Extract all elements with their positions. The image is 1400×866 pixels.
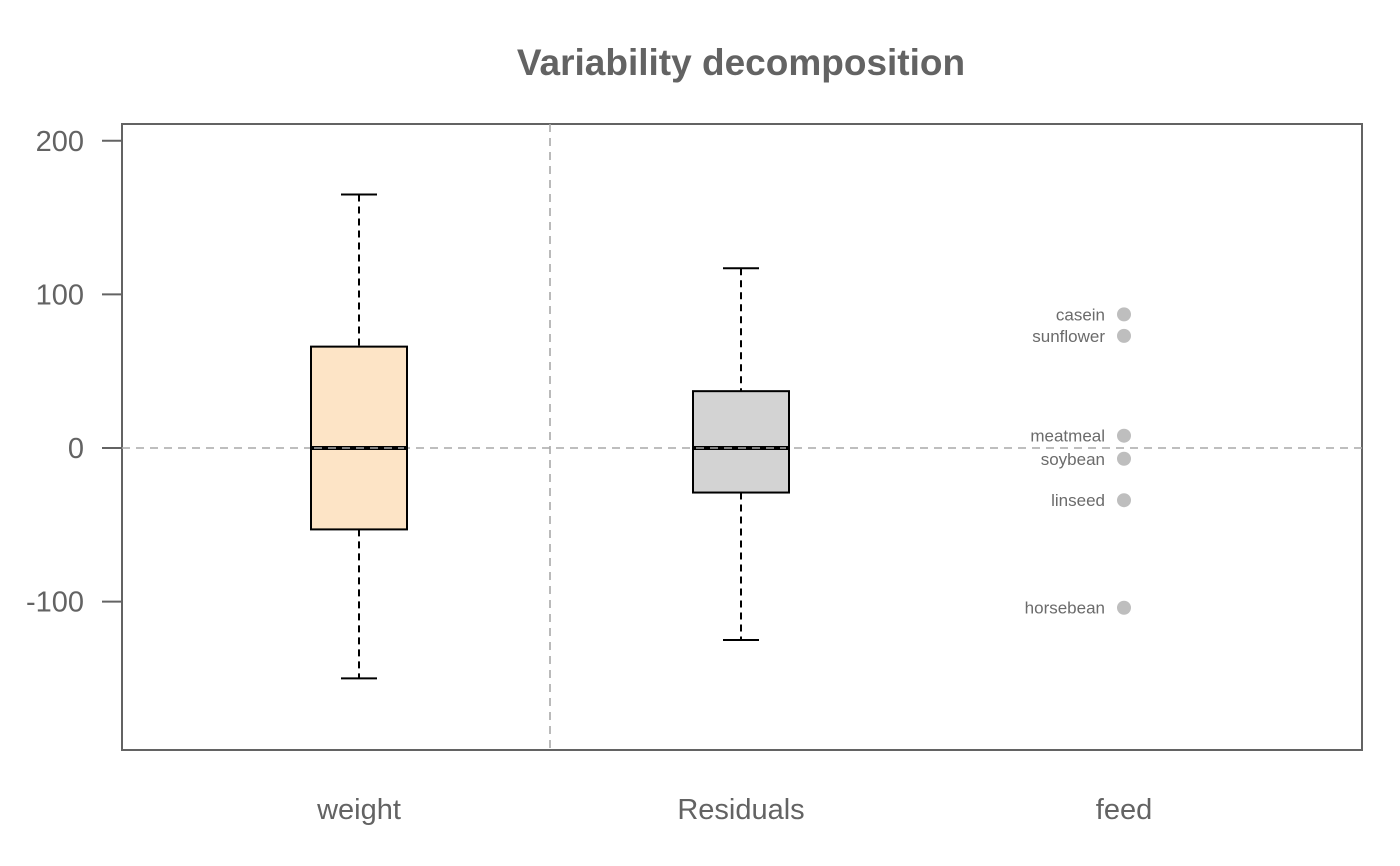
feed-point-label: horsebean <box>1025 599 1105 618</box>
category-labels: weight Residuals feed <box>316 794 1152 826</box>
y-tick-label: -100 <box>26 587 84 619</box>
box-weight <box>310 193 408 680</box>
category-label: feed <box>1096 794 1152 826</box>
category-label: Residuals <box>677 794 804 826</box>
feed-point <box>1117 600 1131 615</box>
box-residuals <box>692 267 790 641</box>
feed-point <box>1117 328 1131 343</box>
feed-point-label: linseed <box>1051 491 1105 510</box>
y-tick-label: 200 <box>36 126 84 158</box>
feed-point <box>1117 493 1131 508</box>
plot-frame <box>121 123 1363 751</box>
y-tick-label: 0 <box>68 433 84 465</box>
box-iqr <box>310 345 408 531</box>
feed-point <box>1117 307 1131 322</box>
category-label: weight <box>316 794 401 826</box>
box-iqr <box>692 390 790 494</box>
feed-point-label: sunflower <box>1032 327 1105 346</box>
boxes-layer <box>310 193 790 680</box>
chart-title: Variability decomposition <box>517 42 965 83</box>
feed-point-label: casein <box>1056 305 1105 324</box>
feed-points-layer: casein sunflower meatmeal soybean linseed hor… <box>1025 305 1131 618</box>
feed-point <box>1117 451 1131 466</box>
feed-point-label: soybean <box>1041 450 1105 469</box>
y-tick-label: 100 <box>36 279 84 311</box>
feed-point-label: meatmeal <box>1030 427 1105 446</box>
y-axis: -100 0 100 200 <box>26 126 122 619</box>
feed-point <box>1117 428 1131 443</box>
